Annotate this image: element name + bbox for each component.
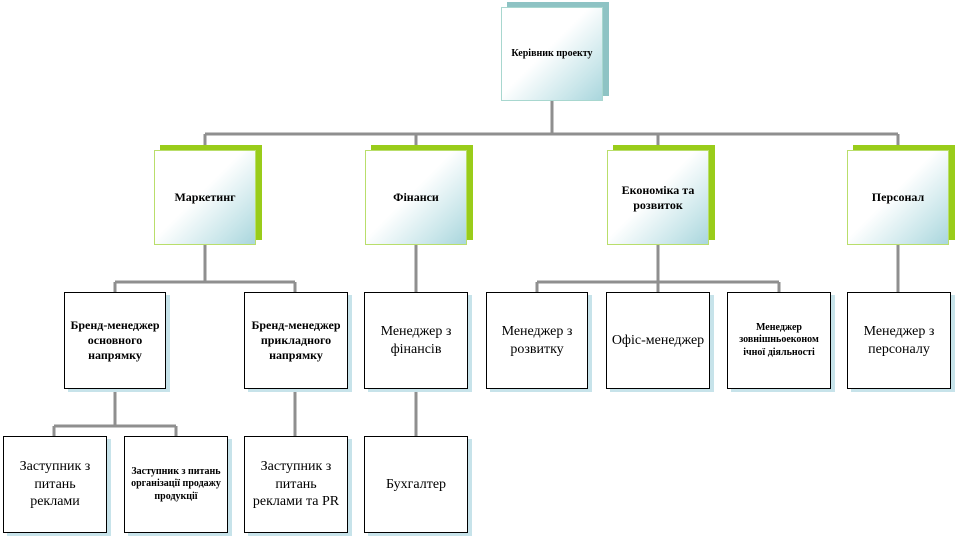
node-fin-manager: Менеджер з фінансів [364,292,468,389]
node-finance-label: Фінанси [393,190,439,204]
node-personnel-label: Персонал [871,190,925,204]
node-project-head-label: Керівник проекту [511,47,593,59]
node-office-manager-label: Офіс-менеджер [611,332,705,348]
node-accountant: Бухгалтер [364,436,468,533]
node-economics: Економіка та розвиток [607,150,709,245]
node-fin-manager-label: Менеджер з фінансів [380,324,452,357]
node-hr-manager-label: Менеджер з персоналу [863,324,935,357]
node-brand-main-label: Бренд-менеджер основного напрямку [70,318,160,362]
node-deputy-ads-label: Заступник з питань реклами [19,459,91,510]
node-economics-label: Економіка та розвиток [621,182,695,212]
node-deputy-ads: Заступник з питань реклами [3,436,107,533]
node-deputy-sales: Заступник з питань організації продажу п… [124,436,228,533]
node-deputy-pr: Заступник з питань реклами та PR [244,436,348,533]
node-finance: Фінанси [365,150,467,245]
node-project-head: Керівник проекту [501,7,603,101]
node-brand-applied: Бренд-менеджер прикладного напрямку [244,292,348,389]
node-accountant-label: Бухгалтер [385,476,447,492]
node-personnel: Персонал [847,150,949,245]
node-foreign-manager: Менеджер зовнішньоеконом ічної діяльност… [727,292,831,389]
node-deputy-sales-label: Заступник з питань організації продажу п… [131,465,221,502]
node-dev-manager-label: Менеджер з розвитку [501,324,573,357]
node-marketing: Маркетинг [154,150,256,245]
node-deputy-pr-label: Заступник з питань реклами та PR [252,459,340,510]
node-marketing-label: Маркетинг [174,190,236,204]
node-foreign-manager-label: Менеджер зовнішньоеконом ічної діяльност… [739,321,819,358]
node-brand-main: Бренд-менеджер основного напрямку [64,292,166,389]
node-office-manager: Офіс-менеджер [606,292,710,389]
node-hr-manager: Менеджер з персоналу [847,292,951,389]
node-brand-applied-label: Бренд-менеджер прикладного напрямку [251,318,341,362]
node-dev-manager: Менеджер з розвитку [486,292,588,389]
